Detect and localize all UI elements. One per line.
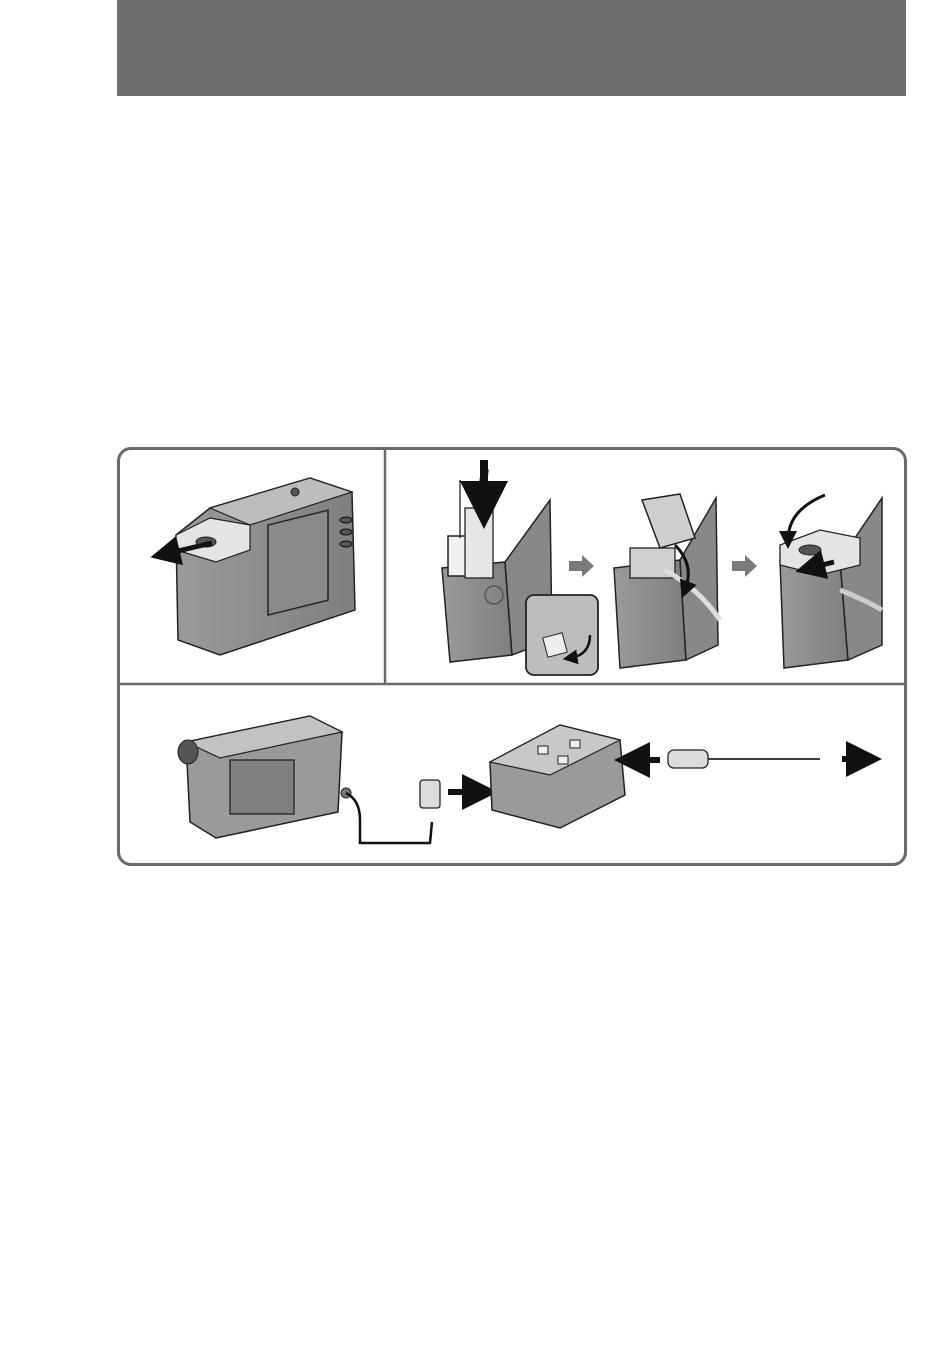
illustration-frame [117, 447, 907, 866]
step-arrow-1 [569, 555, 594, 577]
header-band [117, 0, 906, 96]
camcorder-battery-release-icon [165, 478, 355, 655]
ac-adaptor-connection-icon [178, 716, 864, 843]
battery-cover-close-icon [614, 494, 720, 668]
illustration [120, 450, 904, 863]
lever-lock-icon [780, 495, 882, 668]
step-arrow-2 [732, 555, 757, 577]
